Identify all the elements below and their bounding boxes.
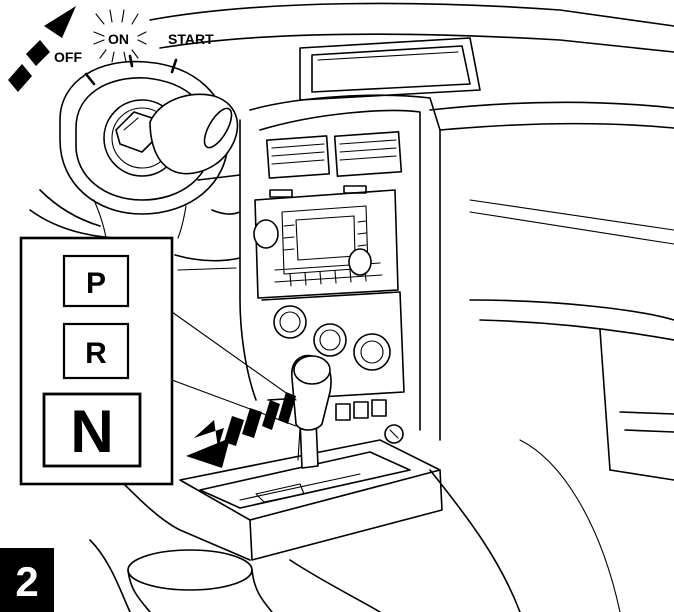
ignition-switch [30,56,237,238]
ignition-on-label: ON [108,31,129,47]
ignition-off-label: OFF [54,49,82,65]
gear-position-inset [21,238,296,484]
dashboard-outline [150,3,674,612]
ignition-start-label: START [168,31,214,47]
gear-p-label: P [86,267,106,300]
shift-direction-arrow [186,392,296,468]
gear-r-label: R [85,337,107,370]
step-number-label: 2 [15,558,38,605]
gear-n-label: N [70,398,113,465]
